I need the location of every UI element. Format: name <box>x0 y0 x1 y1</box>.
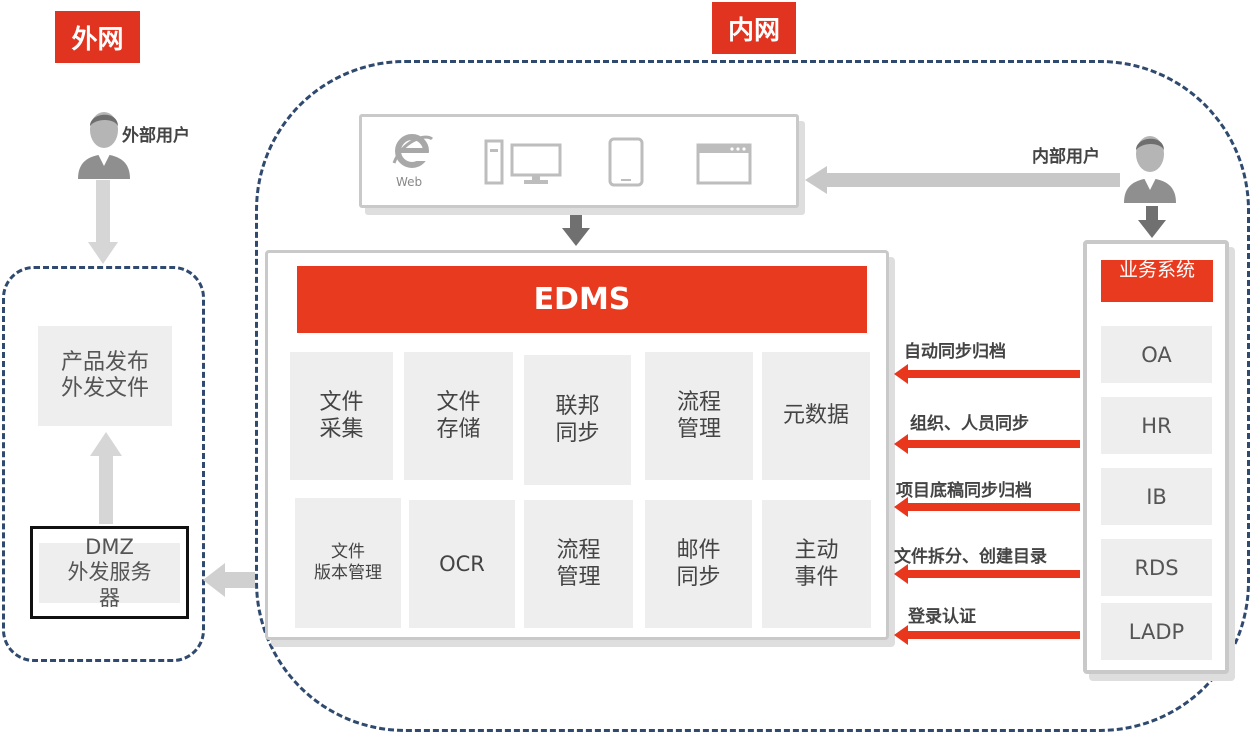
integration-label-auto-archive: 自动同步归档 <box>904 342 1006 362</box>
integration-arrow-project-archive <box>894 497 1080 517</box>
dmz-server-frame: DMZ 外发服务 器 <box>30 526 189 619</box>
arrow-internal-user-to-business <box>1138 206 1166 238</box>
desktop-computer-icon <box>484 139 562 185</box>
browser-window-icon <box>696 143 752 185</box>
arrow-edms-to-dmz <box>203 563 255 597</box>
internal-user-label: 内部用户 <box>1032 147 1100 167</box>
module-active-events: 主动 事件 <box>762 500 871 628</box>
module-ocr: OCR <box>409 500 515 628</box>
integration-arrow-org-sync <box>894 434 1080 454</box>
module-federated-sync: 联邦 同步 <box>524 355 631 485</box>
tablet-icon <box>608 137 644 187</box>
module-file-collection: 文件 采集 <box>290 352 393 480</box>
arrow-clients-to-edms <box>562 210 590 246</box>
system-ib: IB <box>1101 468 1212 525</box>
integration-label-org-sync: 组织、人员同步 <box>910 414 1029 434</box>
internal-network-tag: 内网 <box>712 2 796 54</box>
integration-label-login-auth: 登录认证 <box>908 607 976 627</box>
business-systems-panel <box>1083 240 1229 674</box>
module-metadata: 元数据 <box>762 352 870 480</box>
module-workflow-management-2: 流程 管理 <box>524 500 633 628</box>
arrow-external-user-down <box>88 180 118 264</box>
system-ladp: LADP <box>1101 603 1212 660</box>
internal-user-person-icon <box>1124 136 1176 203</box>
system-hr: HR <box>1101 397 1212 454</box>
integration-arrow-login-auth <box>894 625 1080 645</box>
dmz-server-box: DMZ 外发服务 器 <box>39 535 180 610</box>
module-file-storage: 文件 存储 <box>404 352 513 480</box>
external-zone-border <box>2 266 205 662</box>
arrow-dmz-up <box>90 432 122 524</box>
business-systems-title: 业务系统 <box>1118 260 1195 281</box>
integration-label-file-split: 文件拆分、创建目录 <box>894 547 1047 567</box>
module-mail-sync: 邮件 同步 <box>645 500 752 628</box>
integration-arrow-file-split <box>894 564 1080 584</box>
edms-title: EDMS <box>533 282 631 317</box>
arrow-internal-user-to-clients <box>805 166 1120 194</box>
integration-label-project-archive: 项目底稿同步归档 <box>896 481 1032 501</box>
external-user-label: 外部用户 <box>122 126 190 146</box>
integration-arrow-auto-archive <box>894 364 1080 384</box>
module-file-version-management: 文件 版本管理 <box>295 498 401 628</box>
external-network-tag: 外网 <box>55 11 140 63</box>
edms-title-bar: EDMS <box>297 266 867 333</box>
external-user-person-icon <box>78 112 130 179</box>
ie-browser-icon <box>392 134 434 168</box>
system-oa: OA <box>1101 326 1212 383</box>
module-workflow-management: 流程 管理 <box>645 352 753 480</box>
system-rds: RDS <box>1101 539 1212 596</box>
client-devices-panel: Web <box>359 114 799 208</box>
publish-files-box: 产品发布 外发文件 <box>38 326 172 426</box>
business-systems-title-bar: 业务系统 <box>1101 260 1213 302</box>
internal-zone-border <box>255 60 1250 732</box>
web-label: Web <box>396 175 423 189</box>
